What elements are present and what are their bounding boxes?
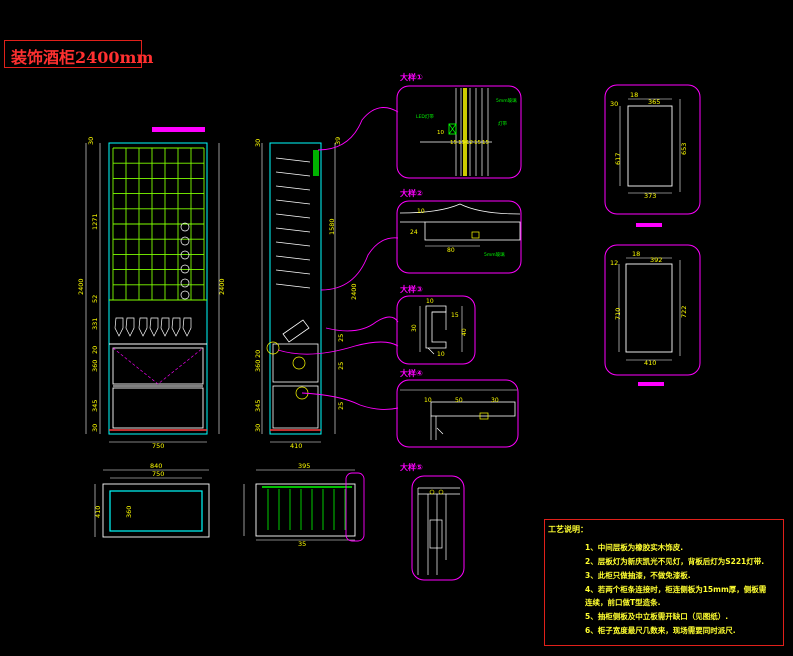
dim-front-2400: 2400 <box>77 278 85 295</box>
bottle-grid <box>112 147 205 301</box>
d1-dim-15c: 15 <box>474 140 481 146</box>
note-5: 5、抽柜侧板及中立板需开缺口（见图纸）. <box>585 612 729 621</box>
d3-dim-10: 10 <box>426 298 434 305</box>
dim-front-20: 20 <box>91 346 99 354</box>
dp1-dim-30: 30 <box>610 100 618 108</box>
d1-dim-10: 10 <box>437 130 444 136</box>
dim-side-25a: 25 <box>337 334 345 342</box>
dp2-dim-18: 18 <box>632 250 640 258</box>
d2-note-glass: 5mm玻璃 <box>484 251 505 258</box>
detail-3: 10 15 30 10 40 <box>396 295 476 365</box>
door-panel-1: 18 365 30 617 653 373 <box>604 84 701 227</box>
dp1-dim-653: 653 <box>680 143 688 155</box>
note-6: 6、柜子宽度最尺几数来，现场需要同时派尺. <box>585 626 736 635</box>
d3-dim-40: 40 <box>461 328 468 336</box>
dp2-dim-710: 710 <box>614 308 622 320</box>
side-shelves <box>275 157 311 289</box>
detail-1: 15 15 12 15 15 10 5mm玻璃 灯带 LED灯带 <box>396 85 522 179</box>
dim-side-345: 345 <box>254 400 262 412</box>
d1-dim-15b: 15 <box>458 140 465 146</box>
dim-side-360: 360 <box>254 360 262 372</box>
drawing-title-box: 装饰酒柜2400mm <box>4 40 153 68</box>
dp1-dim-18: 18 <box>630 91 638 99</box>
note-1: 1、中间层板为橡胶实木饰皮. <box>585 543 684 552</box>
process-notes-box: 工艺说明： 1、中间层板为橡胶实木饰皮. 2、层板灯为新庆凯光不见灯，背板后灯为… <box>544 519 784 646</box>
detail-4: 10 50 30 <box>396 379 519 448</box>
detail-label-1: 大样① <box>400 72 423 82</box>
d4-dim-10: 10 <box>424 397 432 404</box>
detail-label-4: 大样④ <box>400 368 423 378</box>
note-4: 4、若两个柜条连接时，柜连侧板为15mm厚，侧板需 <box>585 585 767 594</box>
d2-dim-10: 10 <box>417 208 425 215</box>
dim-front-750: 750 <box>152 442 164 450</box>
dim-side-30: 30 <box>254 139 262 147</box>
d3-dim-15: 15 <box>451 312 459 319</box>
dp1-dim-373: 373 <box>644 192 656 200</box>
detail-label-2: 大样② <box>400 188 423 198</box>
detail-label-5: 大样⑤ <box>400 462 423 472</box>
dp2-dim-410: 410 <box>644 359 656 367</box>
d3-dim-10b: 10 <box>437 351 445 358</box>
d1-note-led: LED灯带 <box>416 113 434 120</box>
d2-dim-24: 24 <box>410 229 418 236</box>
d4-dim-50: 50 <box>455 397 463 404</box>
bottle-rack-circles <box>180 222 190 300</box>
dim-side-2400: 2400 <box>350 283 358 300</box>
dim-side-39: 39 <box>334 137 342 145</box>
note-3: 3、此柜只做抽漆，不做免漆板. <box>585 571 691 580</box>
note-2: 2、层板灯为新庆凯光不见灯，背板后灯为S221灯带. <box>585 557 765 566</box>
d4-dim-30: 30 <box>491 397 499 404</box>
section-view: 395 35 <box>243 462 365 548</box>
front-outline <box>108 142 208 435</box>
dim-plan-410: 410 <box>94 506 102 518</box>
dim-plan-750: 750 <box>152 470 164 478</box>
d3-dim-30: 30 <box>411 324 418 332</box>
dim-side-30b: 30 <box>254 424 262 432</box>
glass-rack <box>114 317 192 337</box>
dim-front-52: 52 <box>91 295 99 303</box>
d1-note-light: 灯带 <box>498 120 507 127</box>
dim-front-30: 30 <box>87 137 95 145</box>
d1-dim-15d: 15 <box>482 140 489 146</box>
dim-side-25c: 25 <box>337 402 345 410</box>
top-crown <box>152 127 205 132</box>
drawing-title: 装饰酒柜2400mm <box>11 48 154 67</box>
detail-5 <box>411 475 465 581</box>
dim-front-30b: 30 <box>91 424 99 432</box>
dp1-dim-365: 365 <box>648 98 660 106</box>
plan-view: 840 750 410 360 <box>94 462 210 538</box>
dim-section-395: 395 <box>298 462 310 470</box>
dim-front-right-2400: 2400 <box>218 278 226 295</box>
dim-front-331: 331 <box>91 318 99 330</box>
dp1-dim-617: 617 <box>614 153 622 165</box>
dim-front-1271: 1271 <box>91 213 99 230</box>
dim-plan-360: 360 <box>125 506 133 518</box>
dp2-dim-392: 392 <box>650 256 662 264</box>
note-4-cont: 连续，前口做T型造条. <box>585 598 661 607</box>
d2-dim-80: 80 <box>447 247 455 254</box>
dim-front-360: 360 <box>91 360 99 372</box>
detail-leaders <box>277 107 399 410</box>
dim-plan-840: 840 <box>150 462 162 470</box>
front-elevation: 30 1271 2400 52 331 20 360 345 30 2400 7… <box>77 127 226 450</box>
dim-side-1580: 1580 <box>328 218 336 235</box>
dim-side-25b: 25 <box>337 362 345 370</box>
dp2-dim-722: 722 <box>680 306 688 318</box>
detail-label-3: 大样③ <box>400 284 423 294</box>
d1-note-glass: 5mm玻璃 <box>496 97 517 104</box>
side-elevation: 30 1580 2400 20 360 345 30 39 25 25 25 4… <box>254 137 358 450</box>
dim-side-20: 20 <box>254 350 262 358</box>
door-panel-2: 18 12 392 710 722 410 <box>604 244 701 386</box>
detail-2: 10 24 80 5mm玻璃 <box>396 200 522 274</box>
dim-section-35: 35 <box>298 540 306 548</box>
dp2-dim-12: 12 <box>610 259 618 267</box>
dim-front-345: 345 <box>91 400 99 412</box>
d1-dim-15a: 15 <box>450 140 457 146</box>
notes-title: 工艺说明： <box>548 525 588 534</box>
dim-side-410: 410 <box>290 442 302 450</box>
d1-dim-12: 12 <box>466 140 473 146</box>
